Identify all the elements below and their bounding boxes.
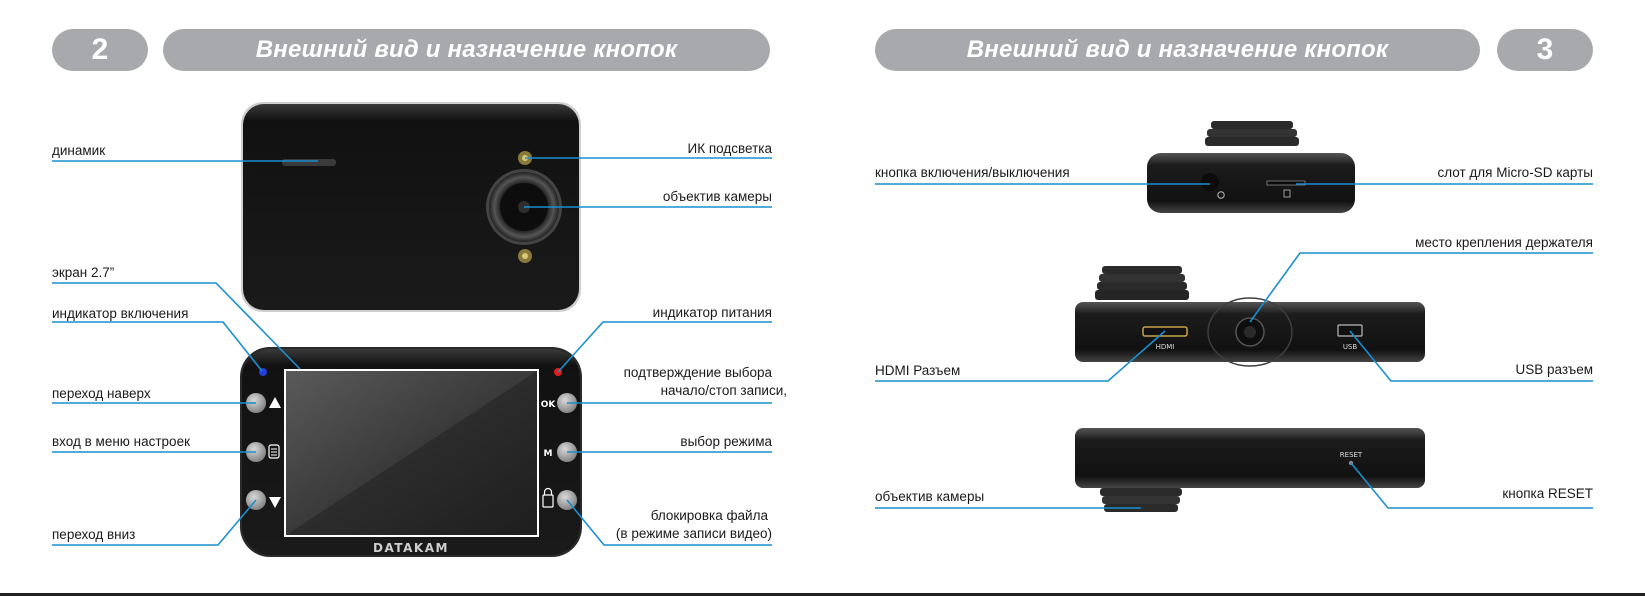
label-power-led: индикатор включения bbox=[52, 306, 189, 321]
camera-front-view bbox=[241, 102, 581, 312]
page-title-left: Внешний вид и назначение кнопок bbox=[163, 29, 770, 71]
label-lock-line2: (в режиме записи видео) bbox=[615, 526, 772, 541]
mode-button[interactable] bbox=[557, 442, 577, 462]
label-sd-slot: слот для Micro-SD карты bbox=[1437, 165, 1593, 180]
page-title-right: Внешний вид и назначение кнопок bbox=[875, 29, 1480, 71]
power-button-top[interactable] bbox=[1201, 173, 1219, 191]
charge-led bbox=[554, 368, 562, 376]
lock-icon bbox=[542, 487, 554, 508]
power-led bbox=[259, 368, 267, 376]
label-lens-bottom: объектив камеры bbox=[875, 489, 985, 504]
hdmi-mark: HDMI bbox=[1156, 343, 1175, 351]
menu-icon bbox=[268, 444, 280, 459]
sd-card-icon bbox=[1283, 189, 1291, 198]
down-arrow-icon bbox=[269, 497, 281, 508]
label-charge-led: индикатор питания bbox=[652, 305, 772, 320]
ok-button[interactable] bbox=[557, 393, 577, 413]
speaker-grille bbox=[282, 159, 336, 166]
label-lock-line1: блокировка файла bbox=[650, 508, 768, 523]
label-hdmi: HDMI Разъем bbox=[875, 363, 961, 378]
mode-mark: M bbox=[544, 449, 553, 459]
power-icon bbox=[1217, 191, 1225, 199]
label-speaker: динамик bbox=[52, 143, 106, 158]
camera-side-view: HDMI USB bbox=[1075, 266, 1425, 367]
label-menu: вход в меню настроек bbox=[52, 434, 190, 449]
brand-logo: DATAKAM bbox=[373, 541, 449, 555]
camera-top-view bbox=[1147, 121, 1355, 213]
usb-mark: USB bbox=[1343, 343, 1358, 351]
label-screen: экран 2.7” bbox=[52, 265, 115, 280]
label-ir-light: ИК подсветка bbox=[687, 141, 772, 156]
ok-mark: OK bbox=[541, 400, 557, 410]
label-mode: выбор режима bbox=[680, 434, 772, 449]
down-button[interactable] bbox=[246, 490, 266, 510]
camera-back-view: DATAKAM OK M bbox=[240, 347, 582, 557]
label-mount: место крепления держателя bbox=[1415, 235, 1593, 250]
lock-button[interactable] bbox=[557, 490, 577, 510]
label-power-button: кнопка включения/выключения bbox=[875, 165, 1070, 180]
label-down: переход вниз bbox=[52, 527, 136, 542]
reset-mark: RESET bbox=[1340, 451, 1363, 459]
up-arrow-icon bbox=[269, 397, 281, 408]
menu-button[interactable] bbox=[246, 442, 266, 462]
page-number-left: 2 bbox=[52, 29, 148, 71]
label-up: переход наверх bbox=[52, 386, 151, 401]
hdmi-port[interactable] bbox=[1142, 326, 1188, 337]
label-ok-line1: подтверждение выбора bbox=[623, 365, 772, 380]
label-lens-front: объектив камеры bbox=[662, 189, 772, 204]
screen-display bbox=[286, 371, 537, 535]
reset-button[interactable] bbox=[1348, 460, 1354, 466]
label-reset: кнопка RESET bbox=[1502, 486, 1593, 501]
label-ok-line2: начало/стоп записи, bbox=[660, 383, 787, 398]
page-bottom-rule bbox=[0, 593, 1645, 596]
usb-port[interactable] bbox=[1337, 324, 1363, 337]
sd-slot[interactable] bbox=[1266, 180, 1306, 186]
up-button[interactable] bbox=[246, 393, 266, 413]
label-usb: USB разъем bbox=[1515, 362, 1594, 377]
camera-bottom-view: RESET bbox=[1075, 428, 1425, 512]
page-number-right: 3 bbox=[1497, 29, 1593, 71]
